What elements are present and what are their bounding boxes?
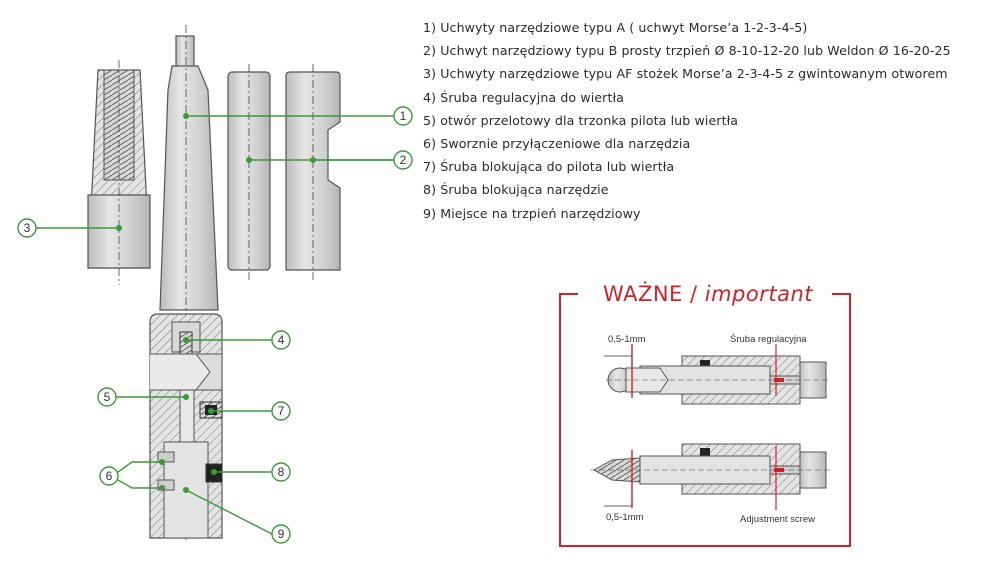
callout-7: 7 — [271, 401, 291, 421]
screw-label-bottom: Adjustment screw — [740, 514, 815, 525]
assembly-top — [604, 344, 830, 405]
legend-item: 9) Miejsce na trzpień narzędziowy — [423, 205, 641, 221]
svg-text:8: 8 — [278, 465, 285, 479]
holder-straight-shank — [227, 64, 271, 282]
svg-text:9: 9 — [278, 527, 285, 541]
svg-text:6: 6 — [106, 469, 113, 483]
callout-1: 1 — [393, 106, 413, 126]
svg-text:7: 7 — [278, 404, 285, 418]
callout-9: 9 — [271, 524, 291, 544]
callout-3: 3 — [17, 218, 37, 238]
legend-item: 4) Śruba regulacyjna do wiertła — [423, 89, 624, 105]
callout-lines — [36, 115, 394, 535]
svg-text:4: 4 — [278, 333, 285, 347]
important-title-italic: important — [704, 282, 814, 306]
legend-item: 2) Uchwyt narzędziowy typu B prosty trzp… — [423, 43, 951, 59]
callout-8: 8 — [271, 462, 291, 482]
legend-item: 8) Śruba blokująca narzędzie — [423, 182, 609, 198]
legend-list: 1) Uchwyty narzędziowe typu A ( uchwyt M… — [423, 16, 951, 225]
svg-text:3: 3 — [24, 221, 31, 235]
holder-weldon — [285, 64, 341, 282]
screw-label-top: Śruba regulacyjna — [730, 334, 807, 345]
legend-item: 6) Sworznie przyłączeniowe dla narzędzia — [423, 135, 691, 151]
legend-item: 3) Uchwyty narzędziowe typu AF stożek Mo… — [423, 66, 948, 82]
important-title: WAŻNE / important — [588, 282, 828, 306]
callout-5: 5 — [97, 387, 117, 407]
assembly-bottom — [590, 443, 830, 510]
legend-item: 1) Uchwyty narzędziowe typu A ( uchwyt M… — [423, 20, 808, 35]
legend-item: 5) otwór przelotowy dla trzonka pilota l… — [423, 112, 739, 128]
legend-item: 7) Śruba blokująca do pilota lub wiertła — [423, 159, 675, 175]
holder-morse-taper — [159, 25, 219, 540]
gap-label-bottom: 0,5-1mm — [606, 512, 644, 523]
callout-dots — [116, 113, 316, 493]
svg-text:5: 5 — [104, 390, 111, 404]
callout-6: 6 — [99, 466, 119, 486]
svg-text:2: 2 — [400, 153, 407, 167]
holder-af-threaded — [87, 60, 151, 285]
adapter-body-section — [149, 313, 223, 539]
callout-4: 4 — [271, 330, 291, 350]
gap-label-top: 0,5-1mm — [608, 334, 646, 345]
svg-text:1: 1 — [400, 109, 407, 123]
important-box-frame — [559, 293, 851, 547]
callout-2: 2 — [393, 150, 413, 170]
important-title-main: WAŻNE / — [602, 282, 705, 306]
